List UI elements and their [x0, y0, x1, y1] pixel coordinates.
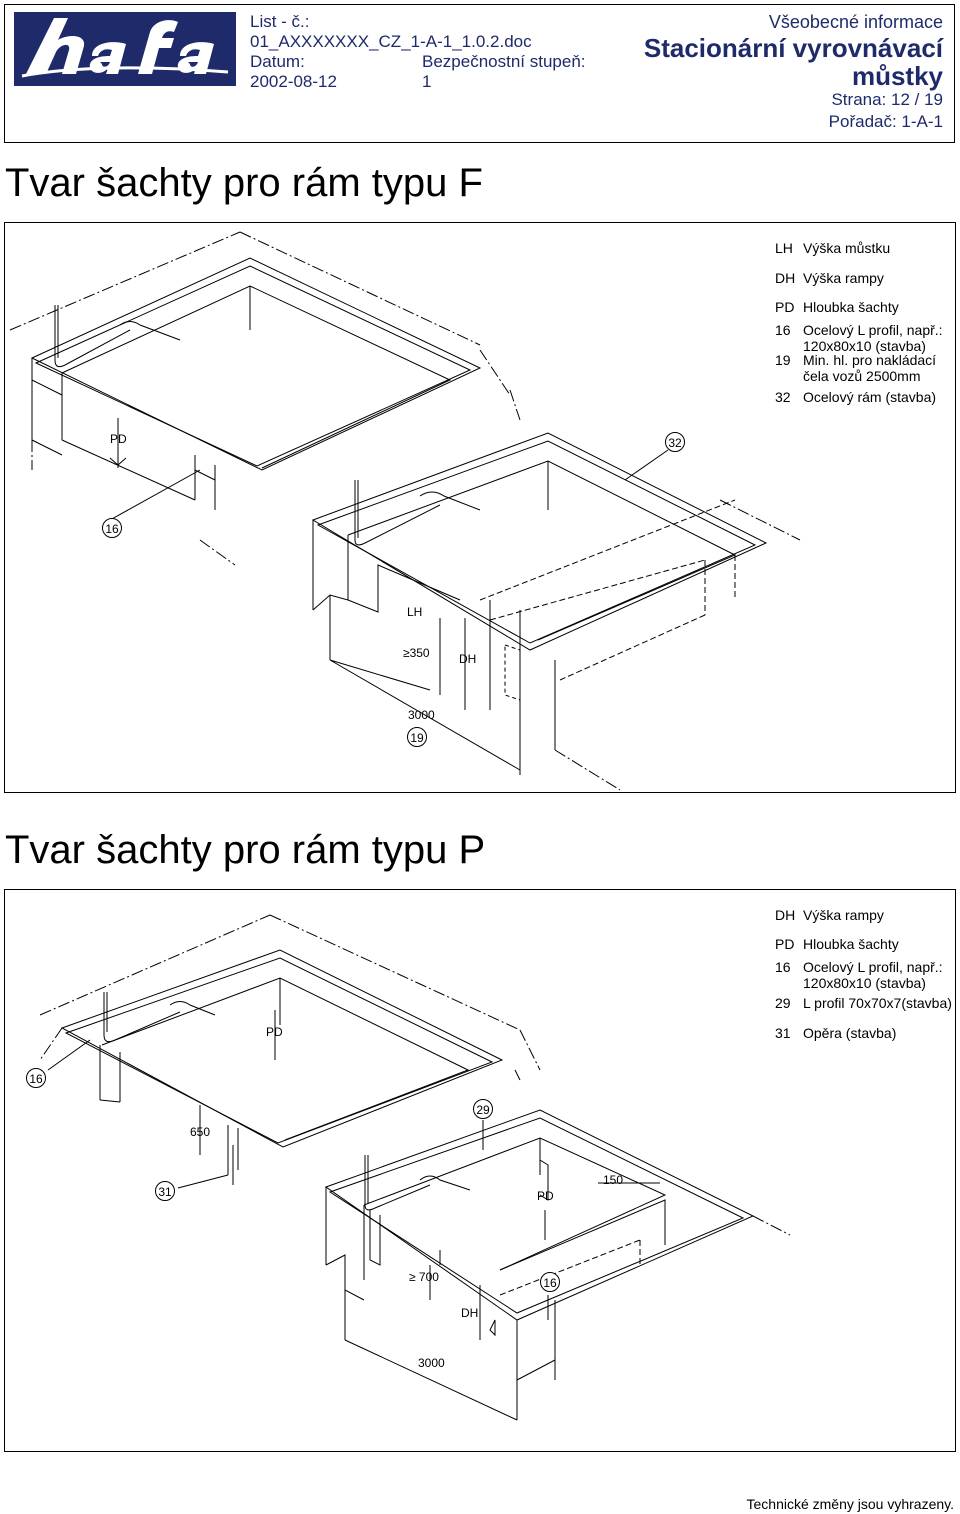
legend-text: Ocelový L profil, např.: [803, 959, 943, 975]
legend-code: 19 [775, 352, 791, 368]
legend-code: 32 [775, 389, 791, 405]
callout-31: 31 [155, 1181, 175, 1201]
section-p-drawing [39, 914, 791, 1421]
label-150: 150 [603, 1173, 624, 1187]
label-min-350: ≥350 [403, 646, 430, 660]
footer-note: Technické změny jsou vyhrazeny. [746, 1496, 955, 1512]
legend-text: čela vozů 2500mm [803, 368, 921, 384]
security-value: 1 [422, 72, 432, 91]
doc-date: 2002-08-12 [250, 72, 337, 91]
legend-text: Opěra (stavba) [803, 1025, 897, 1041]
binder: Pořadač: 1-A-1 [828, 112, 943, 131]
legend-text: Min. hl. pro nakládací [803, 352, 937, 368]
legend-code: DH [775, 907, 796, 923]
legend-code: LH [775, 240, 793, 256]
section-f-drawing [9, 231, 801, 791]
label-pd-mid: PD [537, 1189, 554, 1203]
legend-code: 16 [775, 959, 791, 975]
title-line1: Stacionární vyrovnávací [643, 33, 943, 63]
section-p-frame [4, 889, 956, 1452]
legend-text: Ocelový rám (stavba) [803, 389, 937, 405]
legend-text: L profil 70x70x7(stavba) [803, 995, 952, 1011]
label-3000-p: 3000 [418, 1356, 445, 1370]
legend-text: Hloubka šachty [803, 936, 899, 952]
label-650: 650 [190, 1125, 211, 1139]
legend-text: 120x80x10 (stavba) [803, 975, 926, 991]
section-f-title: Tvar šachty pro rám typu F [5, 161, 483, 205]
hafa-logo [14, 12, 236, 86]
page-number: Strana: 12 / 19 [831, 90, 943, 109]
legend-code: PD [775, 936, 795, 952]
legend-code: DH [775, 270, 796, 286]
label-pd: PD [110, 432, 127, 446]
legend-code: 31 [775, 1025, 791, 1041]
callout-32: 32 [665, 432, 685, 452]
callout-19: 19 [407, 727, 427, 747]
callout-16a: 16 [26, 1068, 46, 1088]
legend-text: Výška rampy [803, 270, 884, 286]
callout-29: 29 [473, 1099, 493, 1119]
legend-text: 120x80x10 (stavba) [803, 338, 926, 354]
legend-text: Ocelový L profil, např.: [803, 322, 943, 338]
title-line2: můstky [851, 61, 943, 91]
datum-label: Datum: [250, 52, 305, 71]
section-p-legend: DH Výška rampy PD Hloubka šachty 16 Ocelový… [775, 907, 955, 1047]
legend-code: PD [775, 299, 795, 315]
label-pd-top: PD [266, 1025, 283, 1039]
section-p-title: Tvar šachty pro rám typu P [5, 828, 486, 872]
security-label: Bezpečnostní stupeň: [422, 52, 586, 71]
category: Všeobecné informace [768, 12, 943, 32]
section-f-frame [4, 222, 956, 793]
label-min-700: ≥ 700 [409, 1270, 439, 1284]
header-box [4, 4, 955, 143]
section-f-legend: LH Výška můstku DH Výška rampy PD Hloubka š… [775, 240, 955, 420]
label-dh: DH [459, 652, 477, 666]
legend-text: Výška můstku [803, 240, 891, 256]
doc-name: 01_AXXXXXXX_CZ_1-A-1_1.0.2.doc [250, 32, 532, 51]
label-lh: LH [407, 605, 423, 619]
list-label: List - č.: [250, 12, 310, 31]
legend-code: 29 [775, 995, 791, 1011]
label-3000: 3000 [408, 708, 435, 722]
label-dh-p: DH [461, 1306, 479, 1320]
legend-code: 16 [775, 322, 791, 338]
callout-16: 16 [102, 518, 122, 538]
callout-16b: 16 [540, 1272, 560, 1292]
legend-text: Hloubka šachty [803, 299, 899, 315]
legend-text: Výška rampy [803, 907, 884, 923]
